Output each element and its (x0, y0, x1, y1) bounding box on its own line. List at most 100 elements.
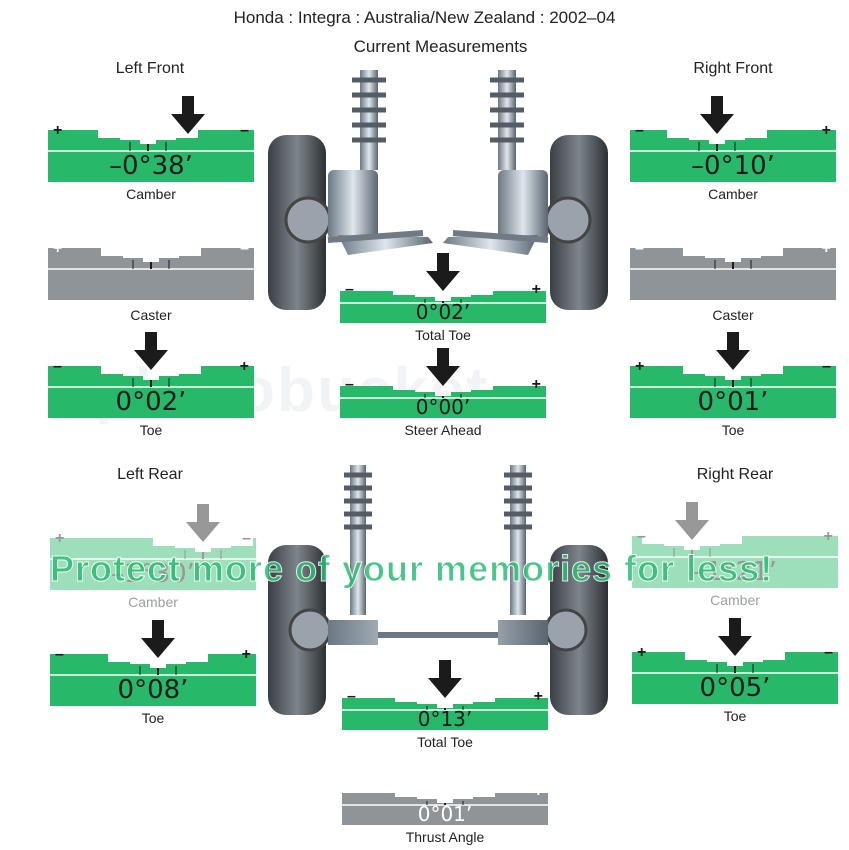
right-front-toe-plus-sign: + (635, 358, 645, 375)
left-front-toe-arrow-icon (134, 332, 168, 370)
page-subtitle: Current Measurements (353, 37, 528, 56)
right-rear-toe-arrow-icon (718, 618, 752, 656)
left-rear-toe-scale-band (50, 654, 256, 706)
front-total-toe-scale-band (340, 291, 546, 323)
front-steer-ahead-value: 0°00’ (415, 395, 471, 419)
promo-watermark: Protect more of your memories for less! (49, 548, 774, 590)
left-front-camber-scale-band (48, 130, 254, 182)
right-rear-camber-gauge: – + –1°21’ (632, 528, 838, 588)
right-front-caster-plus-sign: + (821, 240, 831, 257)
right-rear-toe-gauge: + – 0°05’ (632, 644, 838, 704)
left-front-camber-caption: Camber (126, 186, 176, 202)
front-steer-ahead-arrow-icon (426, 348, 460, 386)
right-rear-camber-scale-band (632, 536, 838, 588)
rear-total-toe-scale-band (342, 698, 548, 730)
left-front-toe-minus-sign: – (53, 358, 62, 375)
right-rear-toe-caption: Toe (723, 708, 747, 724)
left-front-camber-value: –0°38’ (109, 151, 193, 181)
front-steer-ahead-caption: Steer Ahead (404, 422, 482, 438)
right-rear-camber-plus-sign: + (823, 528, 833, 545)
front-steer-ahead-plus-sign: + (531, 376, 541, 393)
left-front-toe-value: 0°02’ (115, 387, 187, 417)
right-front-caster-scale-band (630, 248, 836, 300)
rear-total-toe-value: 0°13’ (417, 707, 473, 731)
rear-thrust-angle-gauge: – +0°01’ (342, 783, 548, 826)
left-front-toe-caption: Toe (139, 422, 163, 438)
left-front-toe-scale-band (48, 366, 254, 418)
left-rear-toe-minus-sign: – (55, 646, 64, 663)
right-rear-toe-minus-sign: – (824, 644, 833, 661)
front-steer-ahead-scale-band (340, 386, 546, 418)
right-front-camber-caption: Camber (708, 186, 758, 202)
page-title: Honda : Integra : Australia/New Zealand … (233, 8, 616, 27)
rear-total-toe-caption: Total Toe (417, 734, 473, 750)
rear-thrust-angle-value: 0°01’ (417, 802, 473, 826)
rear-total-toe-plus-sign: + (533, 688, 543, 705)
left-front-caster-caption: Caster (130, 307, 172, 323)
front-total-toe-arrow-icon (426, 253, 460, 291)
left-rear-camber-value: –1°30’ (111, 559, 195, 589)
left-rear-toe-gauge: – +0°08’ (50, 646, 256, 706)
rear-total-toe-gauge: – +0°13’ (342, 688, 548, 731)
right-rear-toe-plus-sign: + (637, 644, 647, 661)
left-rear-camber-plus-sign: + (55, 530, 65, 547)
right-front-label: Right Front (693, 60, 773, 77)
right-front-toe-minus-sign: – (822, 358, 831, 375)
right-rear-camber-caption: Camber (710, 592, 760, 608)
left-front-caster-plus-sign: + (53, 240, 63, 257)
left-rear-label: Left Rear (117, 466, 183, 483)
right-rear-camber-minus-sign: – (637, 528, 646, 545)
front-total-toe-caption: Total Toe (415, 327, 471, 343)
rear-thrust-angle-plus-sign: + (533, 783, 543, 800)
rear-thrust-angle-minus-sign: – (347, 783, 356, 800)
front-suspension-illustration (268, 70, 608, 310)
rear-thrust-angle-scale-band (342, 793, 548, 825)
right-front-camber-gauge: – + –0°10’ (630, 122, 836, 182)
left-rear-camber-gauge: + – –1°30’ (50, 530, 256, 590)
left-front-caster-minus-sign: – (240, 240, 249, 257)
left-rear-camber-minus-sign: – (242, 530, 251, 547)
front-total-toe-value: 0°02’ (415, 300, 471, 324)
left-front-toe-gauge: – +0°02’ (48, 358, 254, 418)
right-front-camber-arrow-icon (700, 96, 734, 134)
left-front-caster-scale-band (48, 248, 254, 300)
right-front-toe-arrow-icon (716, 332, 750, 370)
front-total-toe-gauge: – +0°02’ (340, 281, 546, 324)
left-front-label: Left Front (115, 60, 185, 77)
front-total-toe-plus-sign: + (531, 281, 541, 298)
right-front-caster-minus-sign: – (635, 240, 644, 257)
left-rear-camber-scale-band (50, 538, 256, 590)
front-total-toe-minus-sign: – (345, 281, 354, 298)
left-rear-toe-arrow-icon (141, 620, 175, 658)
front-steer-ahead-gauge: – +0°00’ (340, 376, 546, 419)
right-rear-camber-value: –1°21’ (693, 557, 777, 587)
rear-suspension-illustration (268, 465, 608, 715)
right-front-toe-value: 0°01’ (697, 387, 769, 417)
left-rear-camber-arrow-icon (186, 504, 220, 542)
right-front-caster-caption: Caster (712, 307, 754, 323)
right-rear-toe-value: 0°05’ (699, 673, 771, 703)
left-rear-toe-caption: Toe (141, 710, 165, 726)
right-front-camber-minus-sign: – (635, 122, 644, 139)
right-rear-label: Right Rear (696, 466, 774, 483)
left-front-camber-arrow-icon (171, 96, 205, 134)
right-front-caster-gauge: –+ (630, 240, 836, 300)
left-rear-camber-caption: Camber (128, 594, 178, 610)
left-rear-toe-value: 0°08’ (117, 675, 189, 705)
left-rear-toe-plus-sign: + (241, 646, 251, 663)
rear-total-toe-arrow-icon (428, 660, 462, 698)
left-front-camber-plus-sign: + (53, 122, 63, 139)
right-front-camber-scale-band (630, 130, 836, 182)
rear-total-toe-minus-sign: – (347, 688, 356, 705)
right-front-toe-scale-band (630, 366, 836, 418)
right-front-toe-gauge: + – 0°01’ (630, 358, 836, 418)
right-front-camber-plus-sign: + (821, 122, 831, 139)
right-rear-camber-arrow-icon (675, 502, 709, 540)
left-front-camber-minus-sign: – (240, 122, 249, 139)
left-front-camber-gauge: + – –0°38’ (48, 122, 254, 182)
front-steer-ahead-minus-sign: – (345, 376, 354, 393)
left-front-toe-plus-sign: + (239, 358, 249, 375)
left-front-caster-gauge: +– (48, 240, 254, 300)
right-front-toe-caption: Toe (721, 422, 745, 438)
right-front-camber-value: –0°10’ (691, 151, 775, 181)
